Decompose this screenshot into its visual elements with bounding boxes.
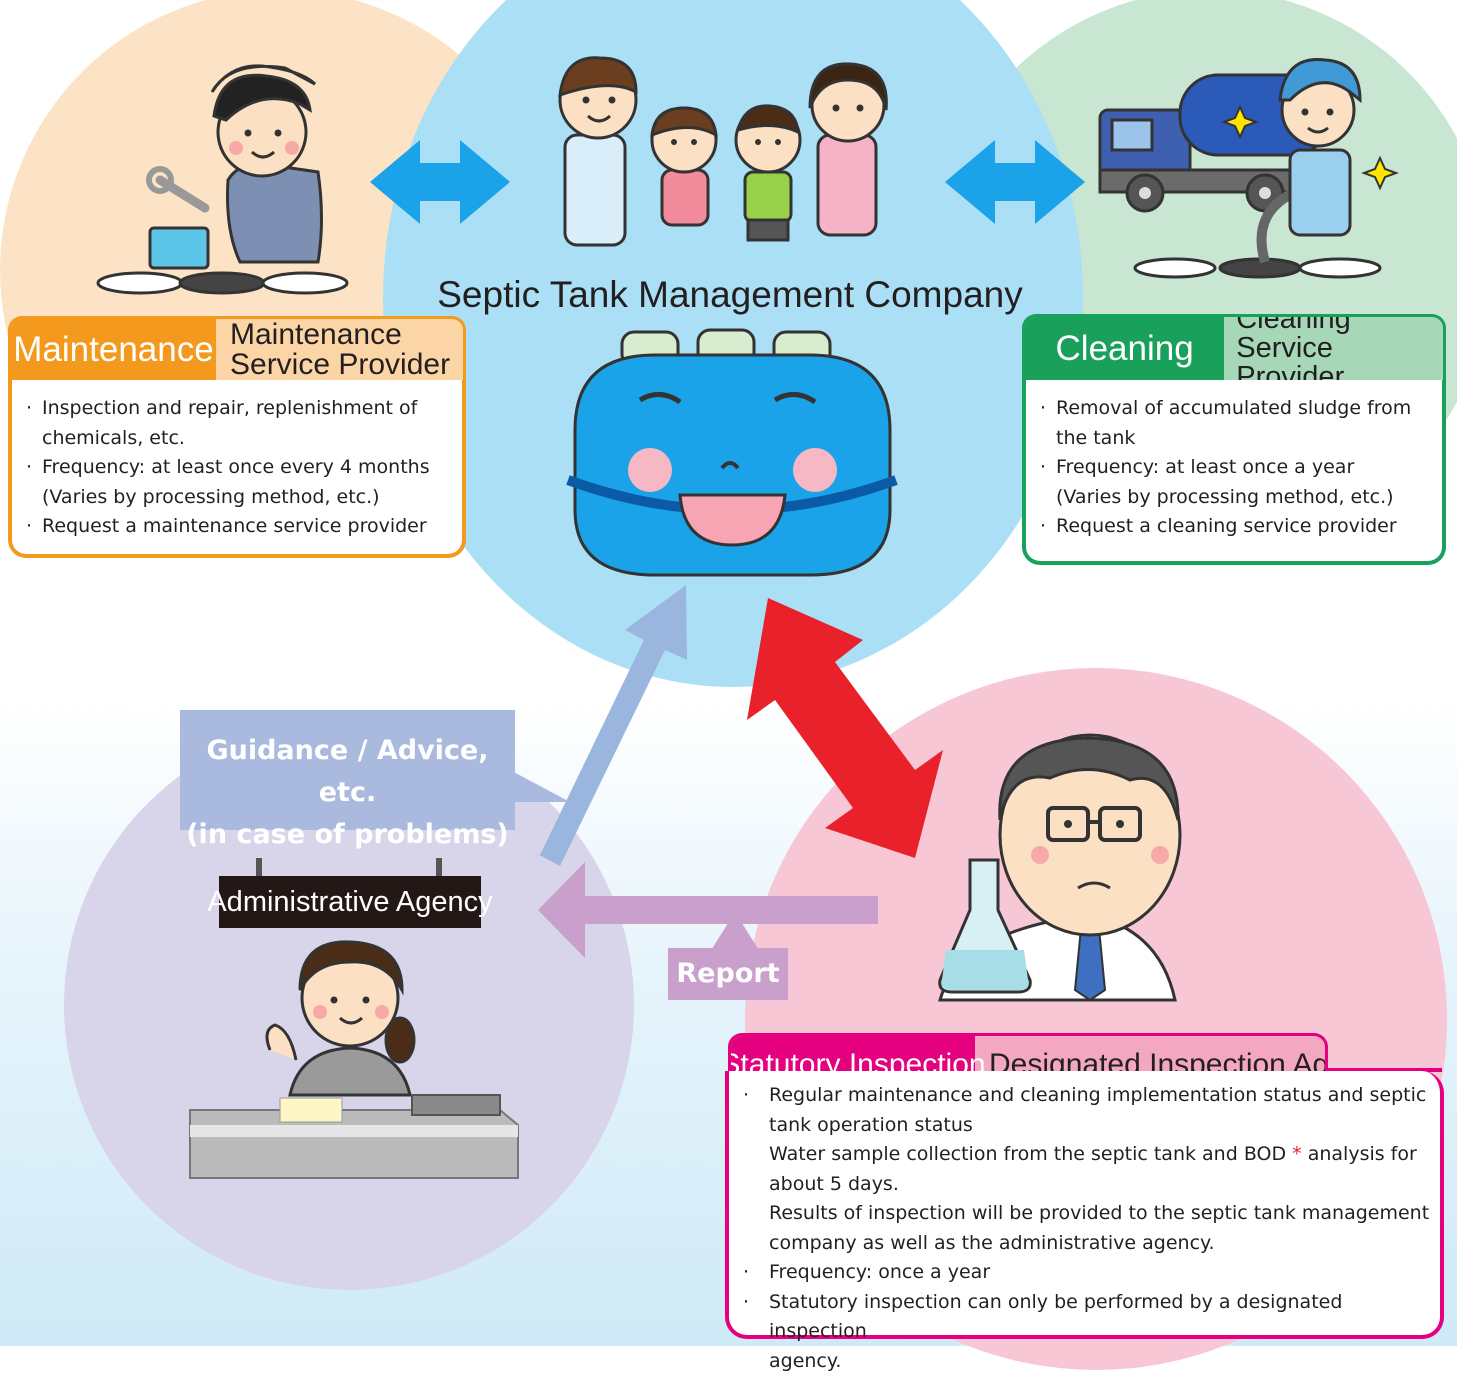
maintenance-tab: Maintenance <box>11 319 216 380</box>
list-item: company as well as the administrative ag… <box>729 1229 1440 1259</box>
cleaning-truck-icon <box>1100 60 1396 278</box>
inspector-icon <box>940 735 1180 1000</box>
list-item: chemicals, etc. <box>12 424 462 454</box>
list-item: Statutory inspection can only be perform… <box>729 1288 1440 1347</box>
list-item: about 5 days. <box>729 1170 1440 1200</box>
list-item: the tank <box>1026 424 1442 454</box>
cleaning-details: Removal of accumulated sludge from the t… <box>1022 380 1446 565</box>
maintenance-worker-icon <box>98 66 347 293</box>
list-item: Request a cleaning service provider <box>1026 512 1442 542</box>
maintenance-details: Inspection and repair, replenishment of … <box>8 380 466 558</box>
list-item: Results of inspection will be provided t… <box>729 1199 1440 1229</box>
maintenance-header: Maintenance Maintenance Service Provider <box>8 316 466 380</box>
list-item: Request a maintenance service provider <box>12 512 462 542</box>
cleaning-header: Cleaning Cleaning Service Provider <box>1022 314 1446 380</box>
list-item: agency. <box>729 1347 1440 1376</box>
list-item: Frequency: at least once a year <box>1026 453 1442 483</box>
list-item: Regular maintenance and cleaning impleme… <box>729 1081 1440 1111</box>
report-arrow-icon <box>538 862 878 958</box>
list-item: (Varies by processing method, etc.) <box>1026 483 1442 513</box>
inspection-details: Regular maintenance and cleaning impleme… <box>725 1071 1444 1339</box>
bod-suffix: analysis for <box>1308 1143 1417 1165</box>
list-item: Frequency: once a year <box>729 1258 1440 1288</box>
list-item: Frequency: at least once every 4 months <box>12 453 462 483</box>
list-item: tank operation status <box>729 1111 1440 1141</box>
family-icon <box>560 58 886 245</box>
bod-text: Water sample collection from the septic … <box>769 1143 1286 1165</box>
guidance-line1: Guidance / Advice, etc. <box>180 730 515 814</box>
guidance-line2: (in case of problems) <box>180 814 515 856</box>
list-item: Water sample collection from the septic … <box>729 1140 1440 1170</box>
maintenance-provider-line1: Maintenance <box>230 320 450 350</box>
septic-tank-character-icon <box>568 330 896 575</box>
center-title: Septic Tank Management Company <box>430 274 1030 316</box>
red-double-arrow-icon <box>747 598 943 858</box>
cleaning-provider-line1: Cleaning <box>1236 314 1443 334</box>
report-label: Report <box>668 948 788 1000</box>
cleaning-provider-label: Cleaning Service Provider <box>1224 317 1443 380</box>
list-item: Inspection and repair, replenishment of <box>12 394 462 424</box>
report-pointer-icon <box>710 912 760 952</box>
cleaning-provider-line2: Service Provider <box>1236 334 1443 380</box>
double-arrow-right-icon <box>945 140 1085 224</box>
asterisk-mark: * <box>1292 1143 1302 1165</box>
cleaning-tab: Cleaning <box>1025 317 1224 380</box>
agency-sign: Administrative Agency <box>219 876 481 928</box>
agency-officer-icon <box>190 942 518 1178</box>
maintenance-provider-line2: Service Provider <box>230 350 450 380</box>
double-arrow-left-icon <box>370 140 510 224</box>
list-item: Removal of accumulated sludge from <box>1026 394 1442 424</box>
list-item: (Varies by processing method, etc.) <box>12 483 462 513</box>
maintenance-provider-label: Maintenance Service Provider <box>216 319 450 380</box>
callout-pointer-icon <box>510 770 580 830</box>
guidance-text: Guidance / Advice, etc. (in case of prob… <box>180 730 515 856</box>
